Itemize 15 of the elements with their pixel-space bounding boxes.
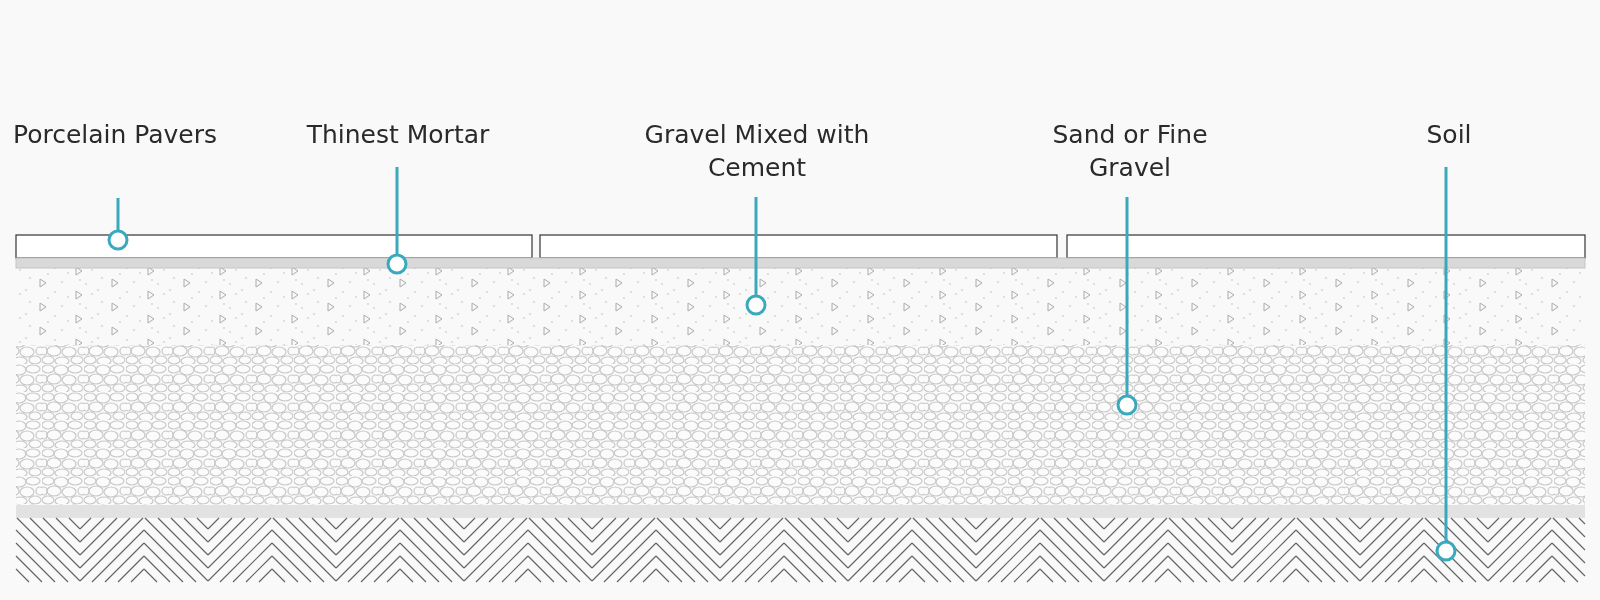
layer-label: Porcelain Pavers xyxy=(0,118,235,151)
soil-layer xyxy=(15,505,1586,583)
layer-label: Gravel Mixed with Cement xyxy=(637,118,877,184)
mortar-layer xyxy=(15,257,1586,269)
sand-gravel-layer xyxy=(16,345,1585,505)
paver-slab xyxy=(1066,234,1586,259)
layer-label: Sand or Fine Gravel xyxy=(1010,118,1250,184)
leader-line xyxy=(745,197,767,316)
paver-slab xyxy=(539,234,1058,259)
leader-line xyxy=(1116,197,1138,416)
layer-label: Thinest Mortar xyxy=(278,118,518,151)
layer-label: Soil xyxy=(1329,118,1569,151)
leader-line xyxy=(386,167,408,275)
leader-line xyxy=(107,198,129,251)
leader-line xyxy=(1435,167,1457,562)
